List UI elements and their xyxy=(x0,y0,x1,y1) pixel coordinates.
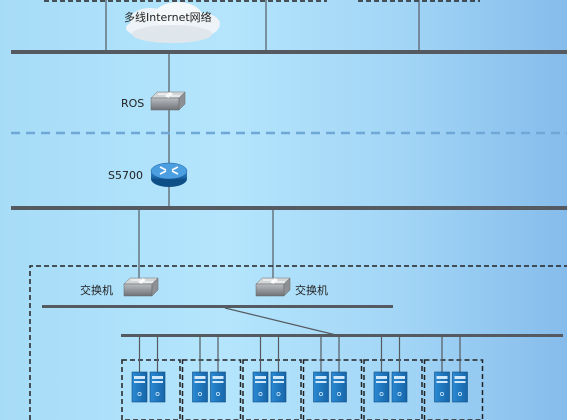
server-groups xyxy=(121,337,484,420)
router-icon xyxy=(150,162,188,187)
server-icon xyxy=(313,371,329,403)
switch-right-label: 交换机 xyxy=(295,284,328,297)
server-icon xyxy=(452,371,468,403)
server-icon xyxy=(270,371,287,403)
server-icon xyxy=(434,371,450,403)
server-icon xyxy=(331,371,347,403)
cloud-icon xyxy=(126,2,220,43)
server-icon xyxy=(252,371,269,403)
ros-label: ROS xyxy=(121,97,145,110)
access-region-dashed-box xyxy=(29,265,567,420)
server-icon xyxy=(210,371,226,403)
server-group-box xyxy=(302,359,363,420)
cloud-label: 多线Internet网络 xyxy=(124,11,212,24)
server-group-box xyxy=(181,359,242,420)
server-bus xyxy=(121,334,563,337)
bus-link xyxy=(224,307,337,336)
server-group-box xyxy=(121,359,181,420)
server-icon xyxy=(192,371,208,403)
switch-left-label: 交换机 xyxy=(80,284,113,297)
server-group-box xyxy=(423,359,484,420)
switch-right-icon xyxy=(255,277,291,297)
top-bus xyxy=(11,50,567,54)
server-icon xyxy=(149,371,166,403)
switch-left-icon xyxy=(123,277,159,297)
s5700-label: S5700 xyxy=(108,169,143,182)
server-icon xyxy=(391,371,408,403)
server-icon xyxy=(131,371,148,403)
server-icon xyxy=(373,371,390,403)
server-group-box xyxy=(242,359,302,420)
middle-bus xyxy=(11,206,567,210)
ros-switch-icon xyxy=(150,91,186,111)
switch-bus xyxy=(42,305,393,308)
server-group-box xyxy=(363,359,423,420)
